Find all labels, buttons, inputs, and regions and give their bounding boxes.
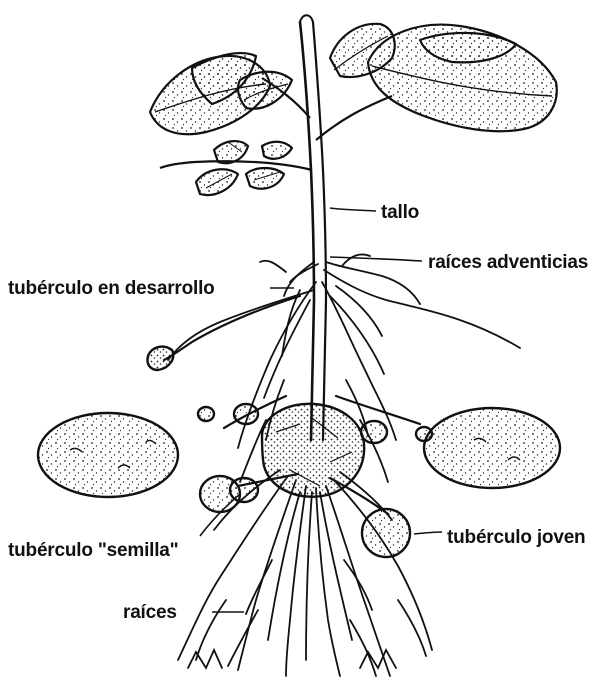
- leaves: [150, 24, 557, 195]
- stem: [300, 15, 326, 440]
- label-seed-tuber: tubérculo "semilla": [8, 541, 178, 560]
- young-tuber: [362, 509, 410, 557]
- label-adventitious-roots: raíces adventicias: [428, 253, 588, 272]
- left-mature-tuber: [38, 413, 178, 497]
- label-stem: tallo: [381, 203, 419, 222]
- developing-tuber: [147, 347, 173, 370]
- label-developing-tuber: tubérculo en desarrollo: [8, 279, 215, 298]
- tubers: [38, 347, 560, 557]
- right-mature-tuber: [424, 408, 560, 488]
- label-roots: raíces: [123, 603, 177, 622]
- label-young-tuber: tubérculo joven: [447, 528, 585, 547]
